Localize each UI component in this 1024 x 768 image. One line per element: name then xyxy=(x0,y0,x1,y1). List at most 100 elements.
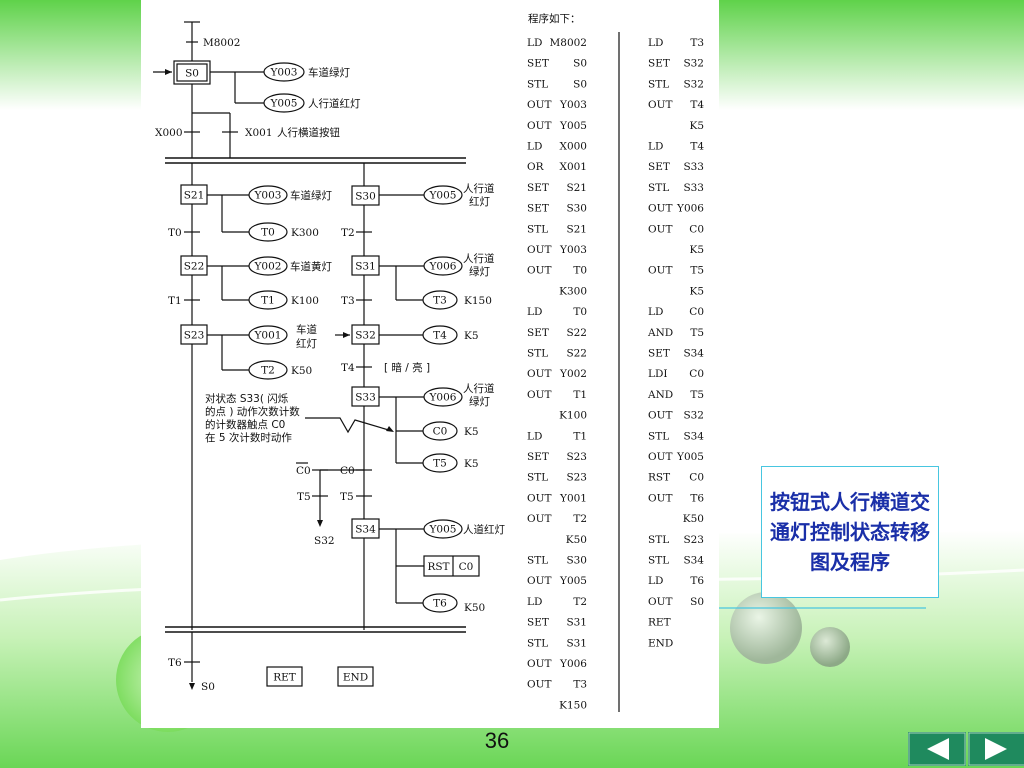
triangle-left-icon xyxy=(908,732,966,766)
parallel-divergence-bar xyxy=(165,157,466,164)
program-op: OUT xyxy=(648,203,672,215)
svg-text:Y006: Y006 xyxy=(429,392,457,404)
svg-text:S33: S33 xyxy=(355,392,376,404)
svg-text:T3: T3 xyxy=(341,295,355,307)
triangle-right-icon xyxy=(968,732,1024,766)
program-op: AND xyxy=(647,389,673,401)
timer-setting: K100 xyxy=(291,295,319,307)
arrow-down-icon xyxy=(317,520,323,527)
program-operand: Y002 xyxy=(559,368,587,380)
program-operand: T6 xyxy=(690,492,704,504)
program-op: OUT xyxy=(527,368,551,380)
init-section: M8002 S0 Y003 车道绿灯 Y005 人行道红灯 X000 X001 … xyxy=(153,21,361,158)
program-operand: S34 xyxy=(683,555,704,567)
coil-s21-y003 xyxy=(248,185,288,205)
program-operand: K5 xyxy=(689,244,704,256)
program-operand: K300 xyxy=(559,285,587,297)
program-op: LD xyxy=(648,575,663,587)
program-op: LD xyxy=(527,430,542,442)
state-s0-label: S0 xyxy=(185,68,199,80)
program-op: STL xyxy=(527,472,548,484)
timer-setting: K300 xyxy=(291,227,319,239)
program-operand: T1 xyxy=(573,430,587,442)
ret-box xyxy=(266,666,303,687)
program-operand: X000 xyxy=(559,141,587,153)
program-operand: C0 xyxy=(689,472,704,484)
coil-s23-y001 xyxy=(248,325,288,345)
svg-text:S31: S31 xyxy=(355,261,376,273)
program-operand: S21 xyxy=(566,182,587,194)
program-op: RST xyxy=(648,472,670,484)
svg-text:T6: T6 xyxy=(168,657,182,669)
program-op: SET xyxy=(527,617,549,629)
program-op: STL xyxy=(648,430,669,442)
program-operand: Y005 xyxy=(559,120,587,132)
svg-text:Y005: Y005 xyxy=(429,524,457,536)
program-operand: S34 xyxy=(683,430,704,442)
vehicle-branch: S21 Y003 车道绿灯 T0 K300 T0 S22 Y002 车道黄灯 T… xyxy=(168,163,332,630)
program-op: STL xyxy=(648,78,669,90)
program-op: RET xyxy=(648,617,671,629)
program-operand: C0 xyxy=(689,223,704,235)
program-op: OUT xyxy=(648,451,672,463)
coil-s33-y006 xyxy=(423,387,463,407)
svg-text:在 5 次计数时动作: 在 5 次计数时动作 xyxy=(205,431,292,444)
program-op: STL xyxy=(527,637,548,649)
svg-text:S22: S22 xyxy=(184,261,205,273)
program-operand: K50 xyxy=(683,513,704,525)
program-op: SET xyxy=(648,161,670,173)
program-op: LD xyxy=(648,141,663,153)
program-operand: S34 xyxy=(683,348,704,360)
program-op: STL xyxy=(527,223,548,235)
svg-text:T4: T4 xyxy=(433,330,447,342)
program-operand: M8002 xyxy=(550,37,587,49)
program-operand: T0 xyxy=(573,265,587,277)
program-operand: T5 xyxy=(690,265,704,277)
coil-s21-t0 xyxy=(248,222,288,242)
svg-text:T1: T1 xyxy=(168,295,182,307)
program-op: LD xyxy=(648,306,663,318)
svg-text:T5: T5 xyxy=(433,458,447,470)
coil-s22-y002 xyxy=(248,256,288,276)
svg-text:Y005: Y005 xyxy=(429,190,457,202)
next-slide-button[interactable] xyxy=(968,732,1024,766)
svg-text:S32: S32 xyxy=(355,330,376,342)
arrow-icon xyxy=(386,426,394,432)
svg-text:END: END xyxy=(343,672,368,684)
program-operand: Y001 xyxy=(559,492,587,504)
end-box xyxy=(337,666,374,687)
program-op: OUT xyxy=(527,265,551,277)
svg-text:S30: S30 xyxy=(355,191,376,203)
timer-setting: K5 xyxy=(464,330,479,342)
program-operand: S22 xyxy=(566,327,587,339)
coil-s22-t1 xyxy=(248,290,288,310)
crossing-button-label: 人行横道按钮 xyxy=(277,126,340,139)
timer-setting: K150 xyxy=(464,295,492,307)
program-op: OUT xyxy=(527,492,551,504)
parallel-convergence-bar: T6 S0 RET END xyxy=(165,626,466,693)
program-op: STL xyxy=(527,348,548,360)
program-op: END xyxy=(648,637,673,649)
program-op: OUT xyxy=(527,679,551,691)
program-operand: K50 xyxy=(566,534,587,546)
prev-slide-button[interactable] xyxy=(908,732,966,766)
program-operand: K150 xyxy=(559,699,587,711)
output-label: 人行道 xyxy=(463,182,495,195)
rst-instruction-box xyxy=(423,555,480,577)
svg-text:C0: C0 xyxy=(459,561,474,573)
pedestrian-branch: S30 Y005 人行道 红灯 T2 S31 Y006 人行道 绿灯 T3 K1… xyxy=(296,163,505,630)
output-label: 人道红灯 xyxy=(463,523,505,536)
program-op: LD xyxy=(527,37,542,49)
page-number: 36 xyxy=(484,728,510,753)
timer-setting: K5 xyxy=(464,458,479,470)
svg-text:C0: C0 xyxy=(340,465,355,477)
program-operand: S31 xyxy=(566,617,587,629)
program-operand: S0 xyxy=(573,58,587,70)
program-op: OR xyxy=(527,161,545,173)
svg-text:C0: C0 xyxy=(433,426,448,438)
svg-text:RET: RET xyxy=(273,672,296,684)
state-box-s0 xyxy=(176,63,208,82)
program-op: OUT xyxy=(527,120,551,132)
